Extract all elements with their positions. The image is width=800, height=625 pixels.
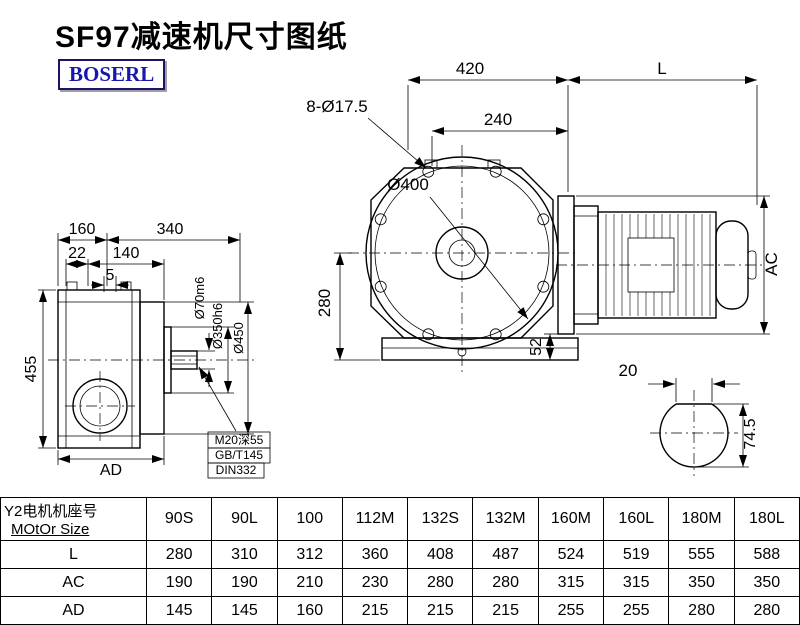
dim-L: L bbox=[657, 59, 666, 78]
cell: 588 bbox=[733, 540, 800, 569]
dim-22: 22 bbox=[68, 245, 86, 262]
table-row-AD: AD 145 145 160 215 215 215 255 255 280 2… bbox=[0, 596, 800, 625]
dim-420: 420 bbox=[456, 59, 484, 78]
cell: 555 bbox=[668, 540, 735, 569]
side-view bbox=[48, 281, 258, 449]
shaft-section: 20 74.5 bbox=[619, 361, 759, 476]
bolt-hole bbox=[537, 213, 550, 226]
bolt-hole bbox=[374, 280, 387, 293]
dim-340: 340 bbox=[157, 221, 184, 238]
dim-spigot-dia: Ø350h6 bbox=[210, 303, 225, 349]
brand-logo: BOSERL bbox=[58, 59, 166, 90]
bolt-hole bbox=[422, 165, 435, 178]
col-header-132S: 132S bbox=[407, 497, 474, 541]
bolt-hole bbox=[489, 165, 502, 178]
cell: 190 bbox=[145, 568, 213, 597]
table-row-L: L 280 310 312 360 408 487 524 519 555 58… bbox=[0, 540, 800, 569]
col-header-180L: 180L bbox=[733, 497, 800, 541]
cell: 280 bbox=[668, 596, 735, 625]
bolt-hole bbox=[374, 213, 387, 226]
cell: 160 bbox=[276, 596, 343, 625]
cell: 190 bbox=[211, 568, 278, 597]
col-header-160L: 160L bbox=[603, 497, 670, 541]
bolt-icon bbox=[120, 281, 132, 291]
cell: 350 bbox=[668, 568, 735, 597]
cell: 519 bbox=[603, 540, 670, 569]
cell: 255 bbox=[603, 596, 670, 625]
note-standard-2: DIN332 bbox=[216, 463, 257, 477]
cell: 210 bbox=[276, 568, 343, 597]
header-en: MOtOr Size bbox=[11, 520, 90, 538]
mounting-base bbox=[381, 337, 579, 361]
dim-455: 455 bbox=[23, 356, 40, 383]
front-view-dimensions: 420 L 240 8-Ø17.5 Ø400 280 52 AC bbox=[306, 59, 781, 361]
row-label-AD: AD bbox=[0, 596, 147, 625]
cell: 310 bbox=[211, 540, 278, 569]
note-tap-hole: M20深55 bbox=[215, 433, 264, 447]
motor-view bbox=[556, 195, 764, 335]
flange bbox=[139, 301, 165, 435]
cell: 315 bbox=[537, 568, 605, 597]
front-view bbox=[348, 145, 579, 372]
dim-74-5: 74.5 bbox=[742, 418, 759, 449]
col-header-90L: 90L bbox=[211, 497, 278, 541]
dim-flange-dia: Ø400 bbox=[387, 175, 429, 194]
cell: 215 bbox=[407, 596, 474, 625]
dim-280: 280 bbox=[315, 289, 334, 317]
page-title: SF97减速机尺寸图纸 bbox=[55, 21, 348, 54]
table-row-AC: AC 190 190 210 230 280 280 315 315 350 3… bbox=[0, 568, 800, 597]
cell: 280 bbox=[407, 568, 474, 597]
note-standard-1: GB/T145 bbox=[215, 448, 263, 462]
dim-flange-dia: Ø450 bbox=[231, 322, 246, 354]
dim-shaft-dia: Ø70m6 bbox=[192, 277, 207, 320]
cell: 487 bbox=[472, 540, 539, 569]
dim-AD: AD bbox=[100, 462, 122, 479]
cell: 524 bbox=[537, 540, 605, 569]
col-header-90S: 90S bbox=[145, 497, 213, 541]
row-label-L: L bbox=[0, 540, 147, 569]
cell: 215 bbox=[341, 596, 409, 625]
cell: 280 bbox=[145, 540, 213, 569]
cell: 145 bbox=[211, 596, 278, 625]
dim-5: 5 bbox=[106, 267, 115, 284]
cell: 350 bbox=[733, 568, 800, 597]
dim-AC: AC bbox=[762, 252, 781, 276]
dim-160: 160 bbox=[69, 221, 96, 238]
cell: 315 bbox=[603, 568, 670, 597]
cell: 255 bbox=[537, 596, 605, 625]
dim-bolt-holes: 8-Ø17.5 bbox=[306, 97, 367, 116]
cell: 230 bbox=[341, 568, 409, 597]
cell: 145 bbox=[145, 596, 213, 625]
col-header-160M: 160M bbox=[537, 497, 605, 541]
dim-52: 52 bbox=[528, 338, 545, 356]
cell: 312 bbox=[276, 540, 343, 569]
col-header-132M: 132M bbox=[472, 497, 539, 541]
cell: 280 bbox=[472, 568, 539, 597]
bolt-hole bbox=[537, 280, 550, 293]
motor-size-table: Y2电机机座号 MOtOr Size 90S 90L 100 112M 132S… bbox=[0, 497, 800, 625]
side-view-dimensions: 160 340 22 140 5 455 AD bbox=[23, 221, 271, 479]
col-header-180M: 180M bbox=[668, 497, 735, 541]
dim-240: 240 bbox=[484, 110, 512, 129]
cell: 408 bbox=[407, 540, 474, 569]
header-cn: Y2电机机座号 bbox=[4, 502, 98, 520]
row-label-AC: AC bbox=[0, 568, 147, 597]
bolt-icon bbox=[66, 281, 78, 291]
cell: 360 bbox=[341, 540, 409, 569]
dim-20: 20 bbox=[619, 361, 638, 380]
col-header-100: 100 bbox=[276, 497, 343, 541]
col-header-112M: 112M bbox=[341, 497, 409, 541]
cell: 280 bbox=[733, 596, 800, 625]
motor-size-header-cell: Y2电机机座号 MOtOr Size bbox=[0, 497, 147, 541]
cell: 215 bbox=[472, 596, 539, 625]
dim-140: 140 bbox=[113, 245, 140, 262]
bolt-hole bbox=[489, 328, 502, 341]
bolt-hole bbox=[422, 328, 435, 341]
table-header-row: Y2电机机座号 MOtOr Size 90S 90L 100 112M 132S… bbox=[0, 497, 800, 541]
engineering-drawing: 160 340 22 140 5 455 AD bbox=[23, 59, 781, 479]
